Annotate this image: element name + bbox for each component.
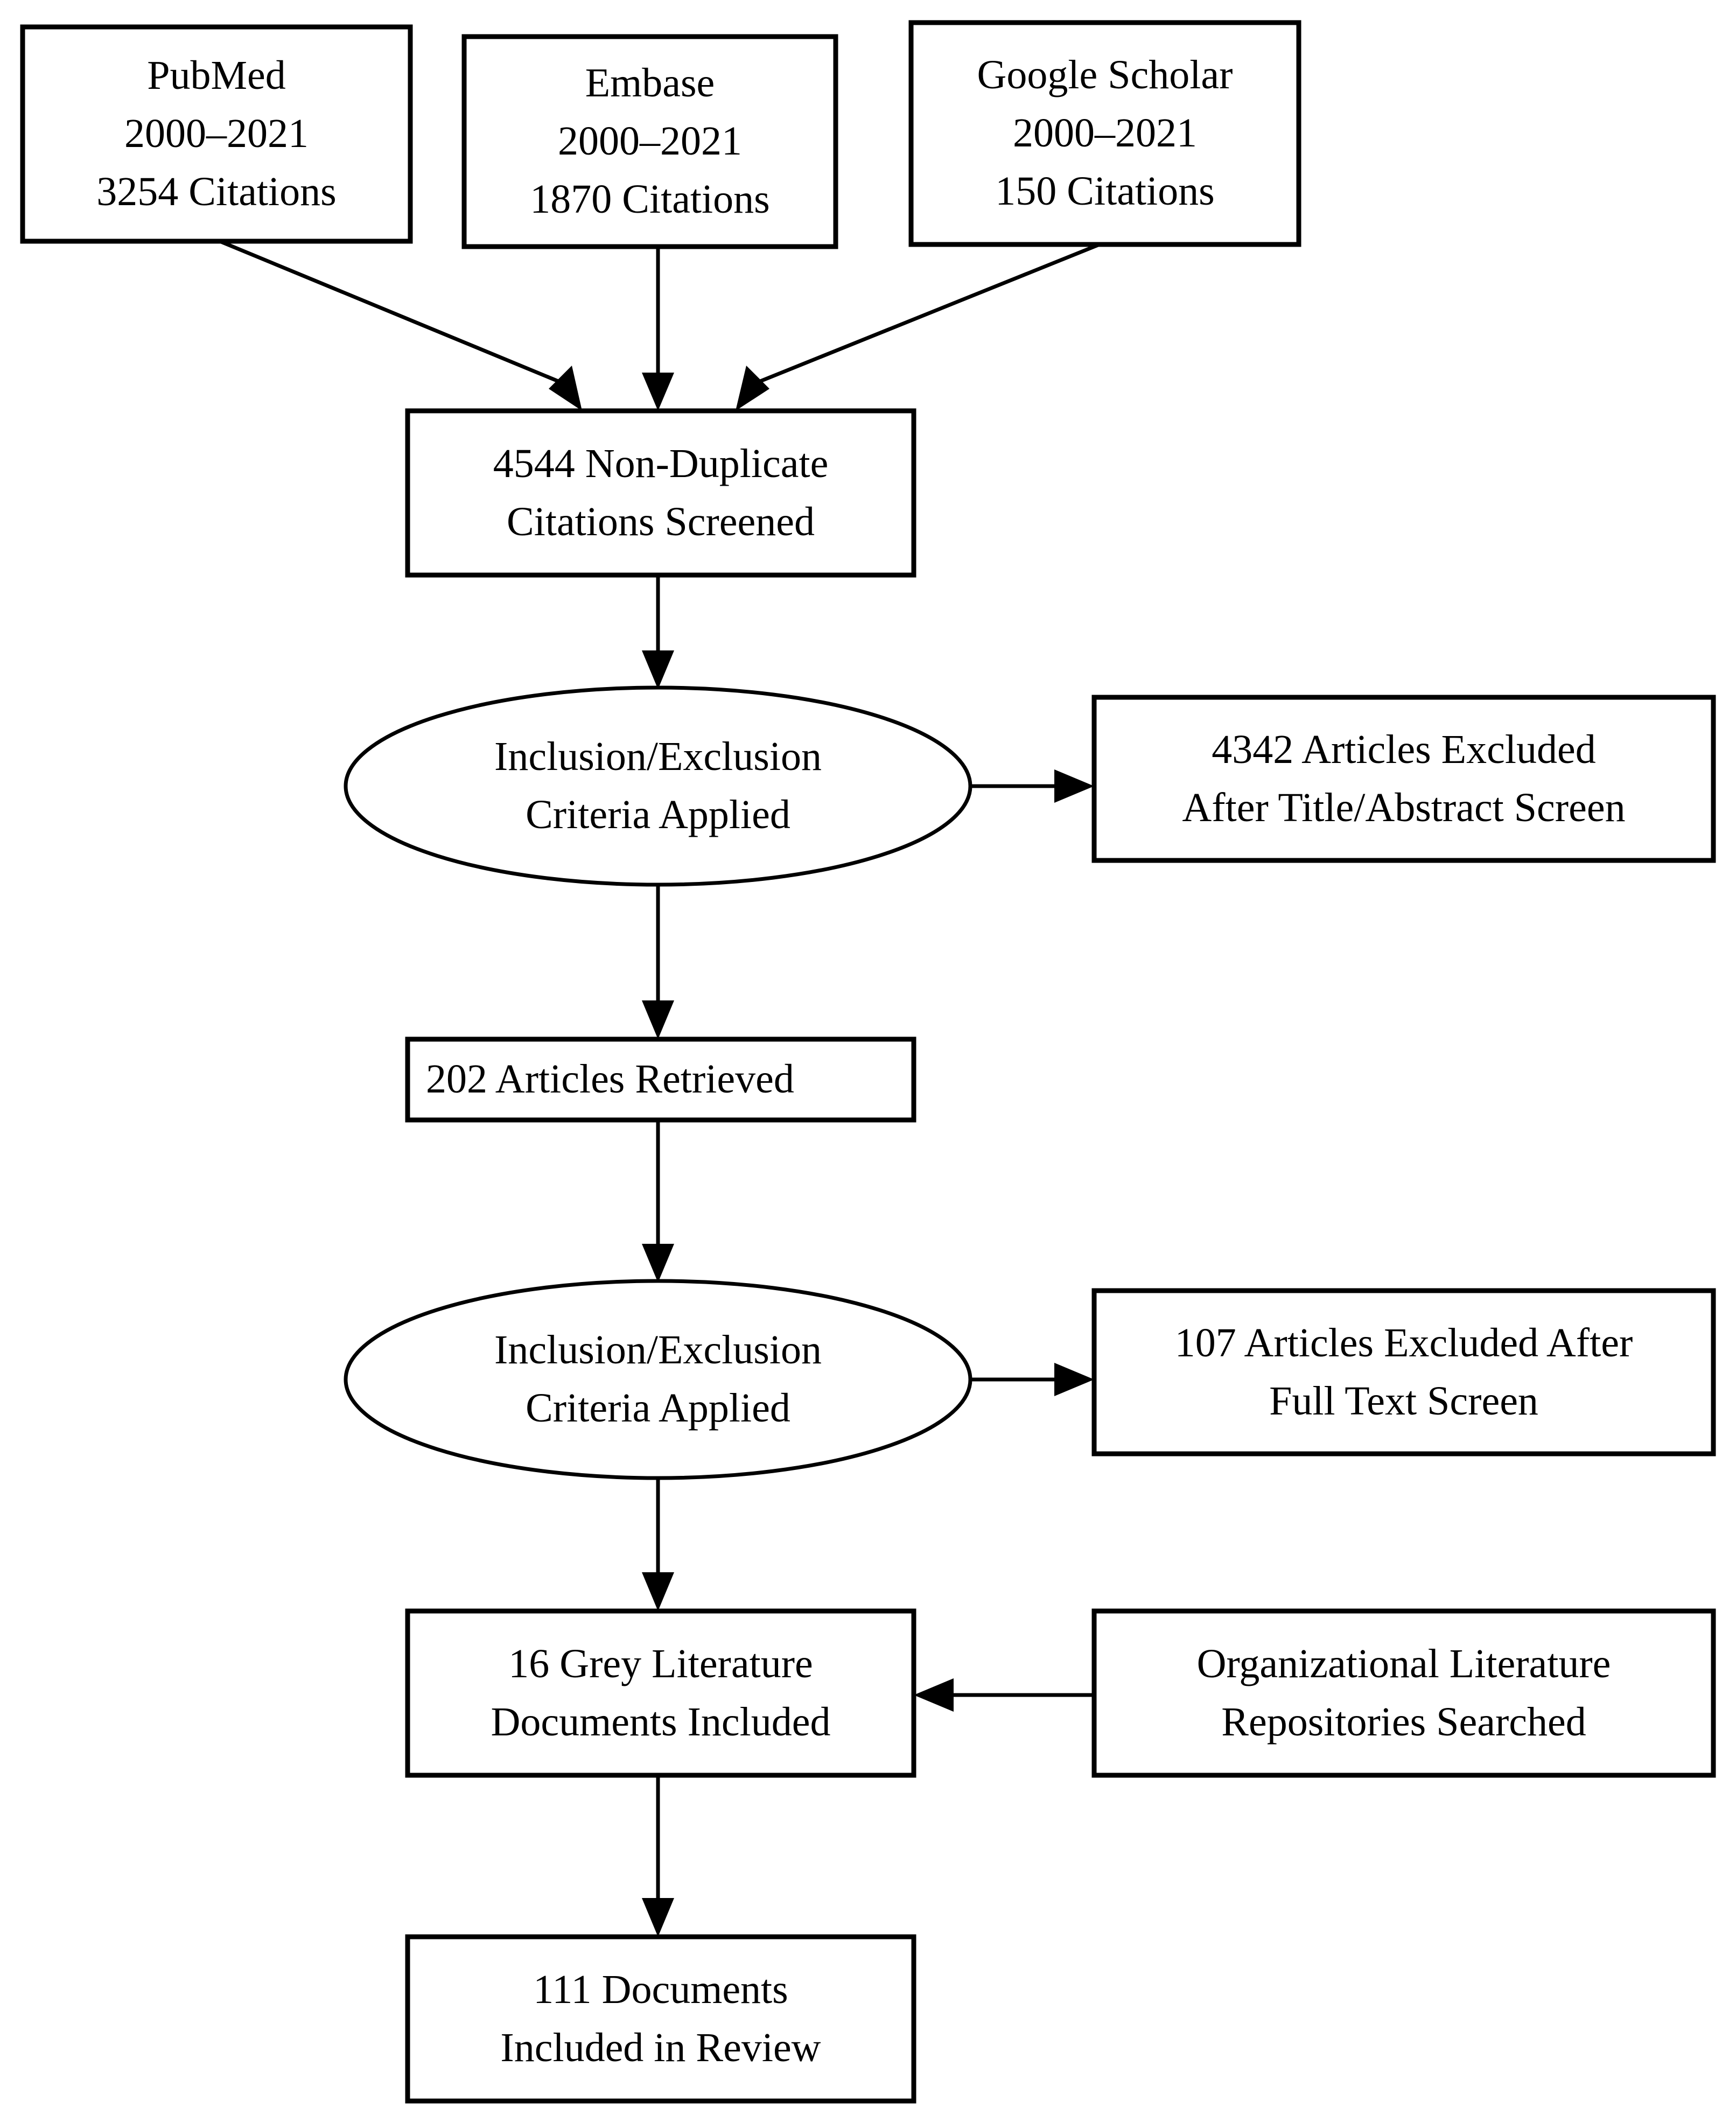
node-included-box	[405, 1934, 916, 2104]
edge-criteria-1-to-retrieved	[642, 885, 674, 1039]
edge-screened-to-criteria-1	[642, 575, 674, 689]
node-criteria-2-ellipse	[344, 1279, 972, 1480]
node-criteria-1-ellipse	[344, 685, 972, 887]
edge-pubmed-to-screened	[219, 239, 582, 411]
edge-google-scholar-to-screened	[736, 242, 1101, 411]
edge-criteria-2-to-grey-literature	[642, 1478, 674, 1611]
edge-criteria-1-to-excluded-title-abstract	[971, 769, 1094, 803]
edge-retrieved-to-criteria-2	[642, 1120, 674, 1283]
node-screened-box	[405, 408, 916, 578]
node-embase-box	[461, 34, 838, 249]
node-retrieved-box	[405, 1037, 916, 1123]
node-excluded-full-text-box	[1091, 1288, 1716, 1456]
node-grey-literature-box	[405, 1608, 916, 1778]
node-org-repositories-box	[1091, 1608, 1716, 1778]
node-excluded-title-abstract-box	[1091, 695, 1716, 863]
edge-criteria-2-to-excluded-full-text	[971, 1363, 1094, 1396]
edge-grey-literature-to-included	[642, 1775, 674, 1937]
node-pubmed-box	[20, 24, 413, 244]
edge-org-repositories-to-grey-literature	[914, 1678, 1094, 1712]
edge-embase-to-screened	[642, 247, 674, 411]
node-google-scholar-box	[908, 20, 1301, 247]
